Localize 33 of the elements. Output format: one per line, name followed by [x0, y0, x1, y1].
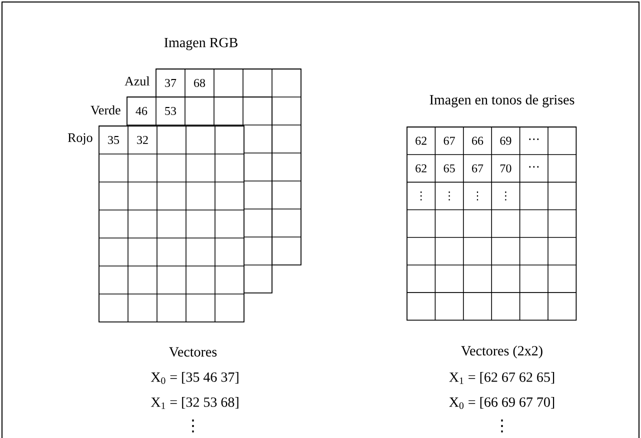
vector-formula: X$_{0}$ = [35 46 37] — [150, 372, 238, 384]
vector-formula: X$_{1}$ = [62 67 62 65] — [449, 372, 554, 384]
heading: Imagen en tonos de grises — [430, 94, 574, 108]
cell-value: 35 — [108, 136, 120, 144]
heading: Vectores (2x2) — [461, 346, 542, 358]
cell-value: 37 — [165, 78, 176, 88]
heading: Imagen RGB — [164, 38, 238, 50]
cell-value: 66 — [472, 136, 484, 145]
channel-label: Azul — [124, 76, 150, 86]
cell-value: 46 — [136, 106, 148, 116]
cell-value: 69 — [500, 136, 512, 145]
vector-formula: X$_{1}$ = [32 53 68] — [150, 397, 238, 409]
cell-value: ⋮ — [420, 192, 422, 200]
vector-formula: X$_{0}$ = [66 69 67 70] — [449, 397, 554, 409]
vertical-ellipsis: ⋮ — [192, 420, 194, 432]
cell-value: 32 — [137, 136, 148, 144]
cell-value: 53 — [165, 106, 176, 116]
channel-label: Rojo — [68, 133, 92, 145]
cell-value: 62 — [416, 136, 426, 145]
cell-value: 67 — [472, 164, 484, 172]
cell-value: ⋮ — [476, 192, 478, 200]
cell-value: 70 — [500, 164, 512, 172]
cell-value: 67 — [444, 136, 455, 145]
cell-value: ⋯ — [529, 166, 539, 168]
cell-value: ⋮ — [448, 192, 450, 200]
vertical-ellipsis: ⋮ — [501, 420, 503, 432]
cell-value: 65 — [444, 164, 455, 172]
cell-value: 62 — [416, 164, 426, 172]
cell-value: 68 — [194, 78, 206, 88]
cell-value: ⋮ — [505, 192, 506, 200]
heading: Vectores — [169, 347, 217, 357]
channel-label: Verde — [90, 105, 120, 115]
cell-value: ⋯ — [529, 138, 539, 140]
